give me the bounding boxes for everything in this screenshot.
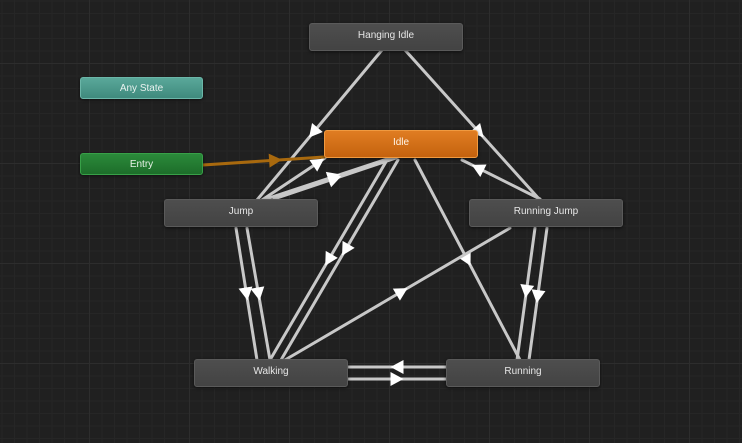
transition-idle-walking-a[interactable] [268,158,389,362]
arrowhead-icon [309,123,323,138]
arrowhead-icon [471,164,487,177]
state-label: Running [504,366,542,377]
state-label: Idle [392,137,410,148]
transition-idle-running[interactable] [413,158,522,362]
transition-walking-running[interactable] [346,372,448,386]
transition-line[interactable] [403,48,542,202]
transition-idle-jump[interactable] [272,156,398,201]
state-label: Any State [119,83,164,94]
transition-jump-idle-b[interactable] [264,156,392,201]
transition-runningjump-running-a[interactable] [515,226,537,362]
state-running[interactable]: Running [446,359,600,387]
state-running-jump[interactable]: Running Jump [469,199,623,227]
state-label: Jump [228,206,254,217]
arrowhead-icon [250,286,265,301]
state-jump[interactable]: Jump [164,199,318,227]
arrowhead-icon [531,289,546,304]
transition-hangingidle-idle[interactable] [255,48,384,202]
arrowhead-icon [268,153,283,168]
transition-jump-walking-b[interactable] [245,226,272,362]
state-walking[interactable]: Walking [194,359,348,387]
transition-idle-walking-b[interactable] [279,158,400,362]
transition-runningjump-running-b[interactable] [527,226,549,362]
state-label: Hanging Idle [357,30,415,41]
transition-jump-walking-a[interactable] [234,226,259,362]
state-label: Running Jump [513,206,579,217]
state-label: Entry [129,159,154,170]
transitions-layer [201,48,549,386]
arrowhead-icon [238,286,253,301]
transition-line[interactable] [201,155,326,167]
state-entry[interactable]: Entry [80,153,203,175]
arrowhead-icon [325,250,338,266]
arrowhead-icon [520,283,535,298]
transition-line[interactable] [264,156,392,201]
arrowhead-icon [390,372,404,386]
transition-line[interactable] [279,158,400,362]
arrowhead-icon [309,158,325,172]
transition-line[interactable] [255,48,384,202]
transition-jump-idle-a[interactable] [260,156,327,202]
state-hanging-idle[interactable]: Hanging Idle [309,23,463,51]
arrowhead-icon [390,360,404,374]
transition-walking-runningjump[interactable] [283,226,512,362]
arrowhead-icon [326,173,342,188]
arrowhead-icon [392,288,408,301]
state-idle[interactable]: Idle [324,130,478,158]
state-label: Walking [253,366,289,377]
transition-running-walking[interactable] [346,360,448,374]
transition-entry-idle[interactable] [201,153,326,168]
state-any-state[interactable]: Any State [80,77,203,99]
arrowhead-icon [342,240,355,256]
transition-runningjump-idle[interactable] [460,158,542,201]
arrowhead-icon [458,250,471,266]
